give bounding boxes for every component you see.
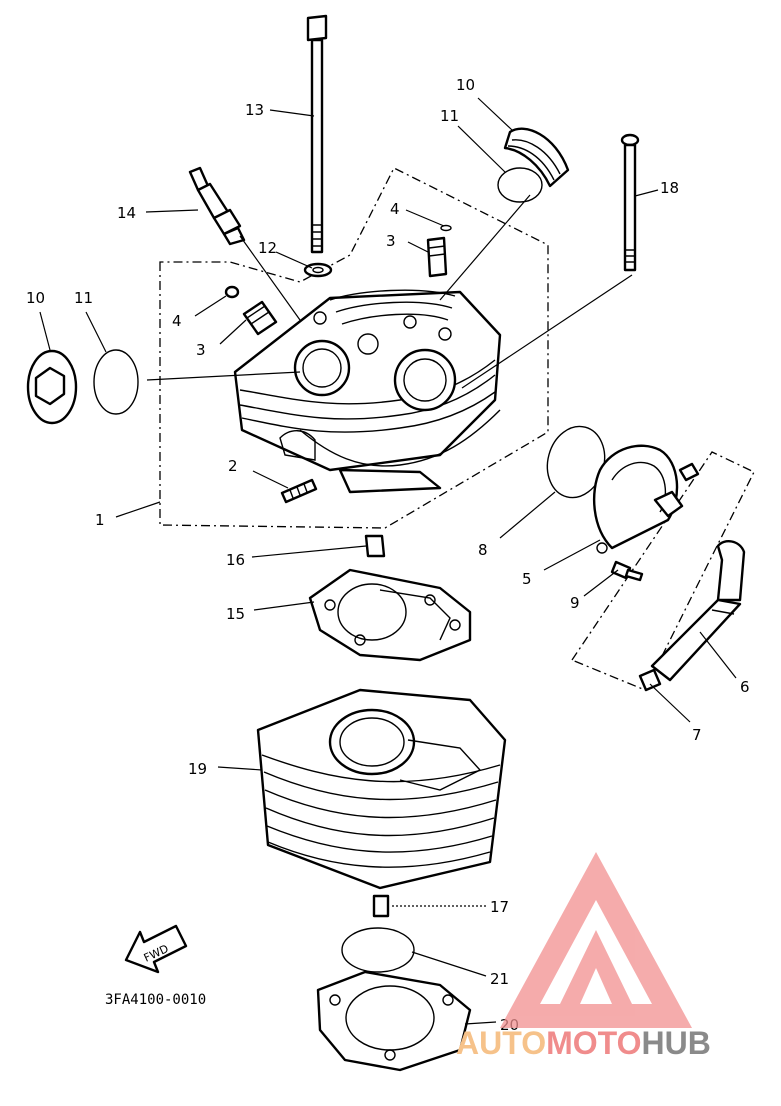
watermark-logo [500, 852, 692, 1028]
callout-15: 15 [226, 605, 245, 623]
breather-cover-5 [592, 444, 700, 554]
callout-16: 16 [226, 551, 245, 569]
cap-10-right [503, 127, 570, 188]
callout-11-right: 11 [440, 107, 459, 125]
cylinder-head-group-outline [159, 167, 549, 529]
o-ring-11-left [93, 349, 139, 415]
valve-guide-left [242, 300, 278, 336]
cylinder-19 [256, 688, 507, 890]
cap-10-left [26, 349, 78, 425]
watermark-triangle-icon [500, 852, 692, 1028]
callout-11-left: 11 [74, 289, 93, 307]
head-bolt-13 [306, 14, 328, 254]
callouts: 1 2 3 3 4 4 5 6 7 8 9 10 10 11 11 12 13 … [26, 76, 750, 1034]
callout-10-left: 10 [26, 289, 45, 307]
watermark-text: AUTOMOTOHUB [456, 1025, 711, 1061]
watermark-inner-mark-icon [560, 930, 632, 1004]
svg-text:AUTOMOTOHUB: AUTOMOTOHUB [456, 1025, 711, 1061]
o-ring-21 [341, 927, 415, 973]
clip-right [440, 224, 452, 232]
screw-9 [610, 560, 644, 582]
callout-4-right: 4 [390, 200, 400, 218]
clip-left [224, 285, 240, 299]
callout-5: 5 [522, 570, 532, 588]
callout-14: 14 [117, 204, 136, 222]
callout-4-left: 4 [172, 312, 182, 330]
o-ring-11-right [497, 167, 543, 203]
stud-bolt-2 [280, 478, 318, 504]
callout-18: 18 [660, 179, 679, 197]
callout-8: 8 [478, 541, 488, 559]
callout-6: 6 [740, 678, 750, 696]
leader-lines [39, 97, 737, 1025]
callout-7: 7 [692, 726, 702, 744]
clamp-7 [638, 668, 662, 692]
spark-plug [188, 166, 246, 246]
bolt-18 [620, 133, 640, 272]
fwd-arrow: FWD [124, 924, 188, 974]
valve-guide-right [426, 236, 448, 278]
callout-13: 13 [245, 101, 264, 119]
callout-9: 9 [570, 594, 580, 612]
hose-6 [650, 540, 746, 682]
head-gasket-15 [308, 568, 472, 662]
callout-10-right: 10 [456, 76, 475, 94]
dowel-16 [364, 534, 386, 558]
callout-19: 19 [188, 760, 207, 778]
callout-17: 17 [490, 898, 509, 916]
base-gasket-20 [316, 970, 472, 1072]
callout-1: 1 [95, 511, 105, 529]
washer-12 [303, 262, 333, 278]
callout-2: 2 [228, 457, 238, 475]
callout-12: 12 [258, 239, 277, 257]
diagram-code: 3FA4100-0010 [105, 992, 206, 1008]
dowel-17 [372, 894, 390, 918]
callout-21: 21 [490, 970, 509, 988]
callout-3-left: 3 [196, 341, 206, 359]
cylinder-head [233, 289, 502, 494]
callout-3-right: 3 [386, 232, 396, 250]
